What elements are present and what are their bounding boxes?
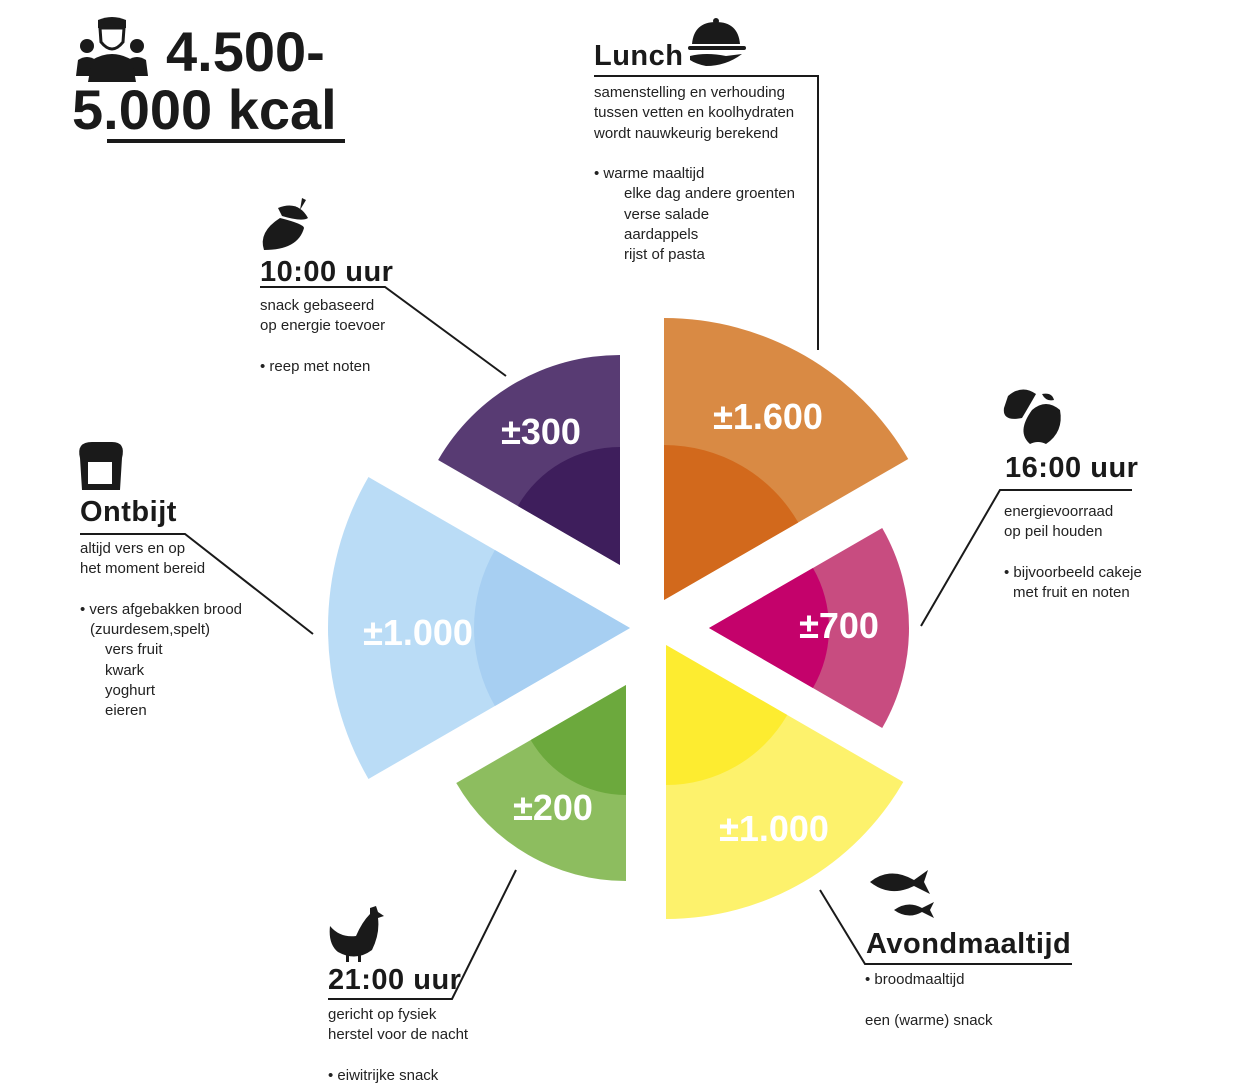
- leader-ontbijt: [80, 533, 314, 635]
- bread-icon: [79, 442, 123, 490]
- bullet-continued: met fruit en noten: [1013, 584, 1130, 602]
- text-line: herstel voor de nacht: [328, 1026, 469, 1044]
- lunch-description: samenstelling en verhouding tussen vette…: [594, 83, 795, 266]
- text-line: samenstelling en verhouding: [594, 84, 785, 101]
- avond-title: Avondmaaltijd: [866, 928, 1072, 960]
- wedge-snack21-inner: [530, 685, 626, 795]
- wedge-avond-inner: [666, 645, 788, 785]
- sub-item: vers fruit: [105, 641, 163, 659]
- value-snack10: ±300: [501, 411, 581, 452]
- value-snack21: ±200: [513, 787, 593, 828]
- value-ontbijt: ±1.000: [363, 612, 473, 653]
- chicken-icon: [329, 906, 384, 962]
- leader-avond: [819, 889, 1072, 965]
- leader-16: [920, 489, 1132, 627]
- snack16-description: energievoorraad op peil houden • bijvoor…: [1004, 502, 1142, 603]
- leader-21: [328, 869, 517, 1000]
- snack21-title: 21:00 uur: [328, 964, 462, 996]
- text-line: op energie toevoer: [260, 317, 386, 335]
- text-line: het moment bereid: [80, 560, 206, 578]
- sub-item: eieren: [105, 702, 147, 720]
- wedge-snack10-inner: [517, 447, 620, 565]
- leader-10: [260, 286, 507, 377]
- leader-lunch: [594, 75, 819, 350]
- bullet: • reep met noten: [260, 357, 371, 375]
- kcal-range-line2: 5.000 kcal: [72, 80, 337, 140]
- wedge-snack16-inner: [709, 568, 829, 688]
- text-line: een (warme) snack: [865, 1011, 993, 1029]
- leader-lines: [80, 75, 1132, 1000]
- bullet: • vers afgebakken brood: [80, 600, 243, 618]
- kcal-digit: 5: [72, 78, 104, 141]
- value-lunch: ±1.600: [713, 396, 823, 437]
- text-line: tussen vetten en koolhydraten: [594, 104, 795, 122]
- value-avond: ±1.000: [719, 808, 829, 849]
- text-line: snack gebaseerd: [260, 297, 375, 314]
- snack10-title: 10:00 uur: [260, 256, 394, 288]
- value-snack16: ±700: [799, 605, 879, 646]
- kcal-range-line1: 4.500-: [166, 20, 325, 83]
- cloche-icon: [688, 18, 746, 66]
- text-line: gericht op fysiek: [328, 1006, 437, 1023]
- ontbijt-title: Ontbijt: [80, 496, 177, 528]
- sub-item: yoghurt: [105, 682, 156, 700]
- sub-item: aardappels: [624, 226, 699, 244]
- sub-item: elke dag andere groenten: [624, 185, 795, 203]
- lunch-title: Lunch: [594, 40, 684, 72]
- bullet: • broodmaaltijd: [865, 971, 965, 988]
- sub-item: rijst of pasta: [624, 246, 705, 264]
- text-line: op peil houden: [1004, 523, 1103, 541]
- text-line: energievoorraad: [1004, 503, 1114, 520]
- bullet: • warme maaltijd: [594, 165, 705, 183]
- wedge-ontbijt-inner: [473, 550, 630, 706]
- apple-icon: [1003, 389, 1061, 444]
- bullet: • eiwitrijke snack: [328, 1066, 439, 1084]
- wedge-lunch-inner: [664, 445, 799, 600]
- bullet-continued: (zuurdesem,spelt): [90, 621, 211, 639]
- fish-icon: [870, 870, 934, 918]
- sub-item: kwark: [105, 661, 145, 679]
- avond-description: • broodmaaltijd een (warme) snack: [865, 970, 993, 1031]
- text-line: wordt nauwkeurig berekend: [594, 124, 779, 142]
- sub-item: verse salade: [624, 205, 710, 223]
- text-line: altijd vers en op: [80, 540, 186, 557]
- bullet: • bijvoorbeeld cakeje: [1004, 563, 1142, 581]
- snack16-title: 16:00 uur: [1005, 452, 1139, 484]
- snack21-description: gericht op fysiek herstel voor de nacht …: [328, 1005, 468, 1086]
- snack10-description: snack gebaseerd op energie toevoer • ree…: [260, 296, 385, 377]
- soldiers-icon: [76, 17, 148, 82]
- acorn-icon: [262, 198, 308, 250]
- ontbijt-description: altijd vers en op het moment bereid • ve…: [80, 539, 242, 722]
- kcal-rest: .000 kcal: [103, 78, 337, 141]
